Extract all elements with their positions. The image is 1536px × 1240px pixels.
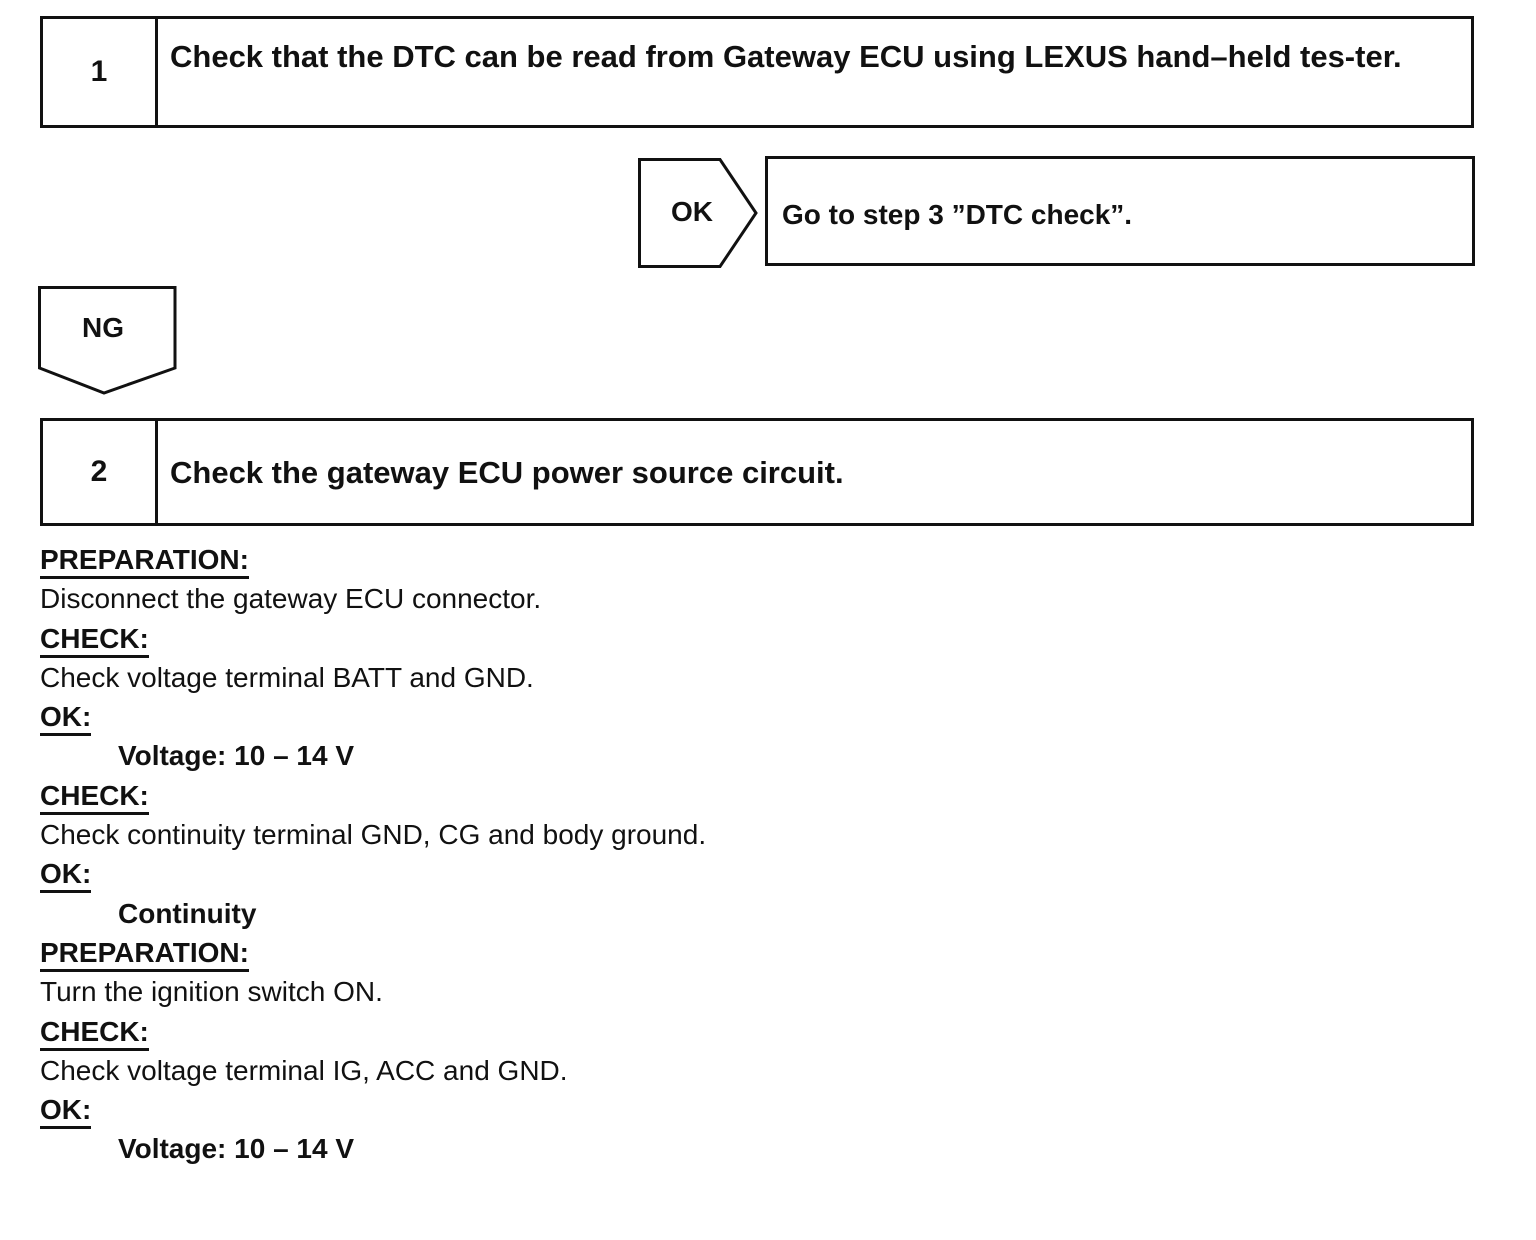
step-2-box: 2 Check the gateway ECU power source cir…	[40, 418, 1474, 526]
ok-heading: OK:	[40, 1090, 1340, 1130]
spec-value: Continuity	[118, 897, 257, 929]
procedure-text: Disconnect the gateway ECU connector.	[40, 583, 542, 615]
procedure-section: PREPARATION: Disconnect the gateway ECU …	[40, 540, 1340, 1169]
ok-heading: OK:	[40, 854, 1340, 894]
ok-label: OK	[671, 196, 713, 227]
procedure-text: Turn the ignition switch ON.	[40, 976, 383, 1008]
ng-arrow-shape	[38, 286, 177, 395]
procedure-text: Check voltage terminal BATT and GND.	[40, 661, 534, 693]
spec-value: Voltage: 10 – 14 V	[118, 1133, 355, 1165]
step-2-number: 2	[43, 421, 158, 523]
step-1-box: 1 Check that the DTC can be read from Ga…	[40, 16, 1474, 128]
preparation-heading: PREPARATION:	[40, 540, 1340, 579]
procedure-text: Check continuity terminal GND, CG and bo…	[40, 819, 707, 851]
step-1-text: Check that the DTC can be read from Gate…	[170, 39, 1402, 74]
procedure-text: Check voltage terminal IG, ACC and GND.	[40, 1054, 568, 1086]
spec-value: Voltage: 10 – 14 V	[118, 740, 355, 772]
step-1-number: 1	[43, 19, 158, 125]
ok-result-text: Go to step 3 ”DTC check”.	[782, 199, 1133, 230]
step-2-text: Check the gateway ECU power source circu…	[170, 455, 844, 490]
preparation-heading: PREPARATION:	[40, 933, 1340, 972]
ng-label: NG	[82, 312, 124, 343]
ok-result-box: Go to step 3 ”DTC check”.	[765, 156, 1475, 266]
ok-heading: OK:	[40, 697, 1340, 737]
check-heading: CHECK:	[40, 776, 1340, 815]
ok-arrow-shape	[638, 158, 758, 268]
check-heading: CHECK:	[40, 1012, 1340, 1051]
check-heading: CHECK:	[40, 619, 1340, 658]
